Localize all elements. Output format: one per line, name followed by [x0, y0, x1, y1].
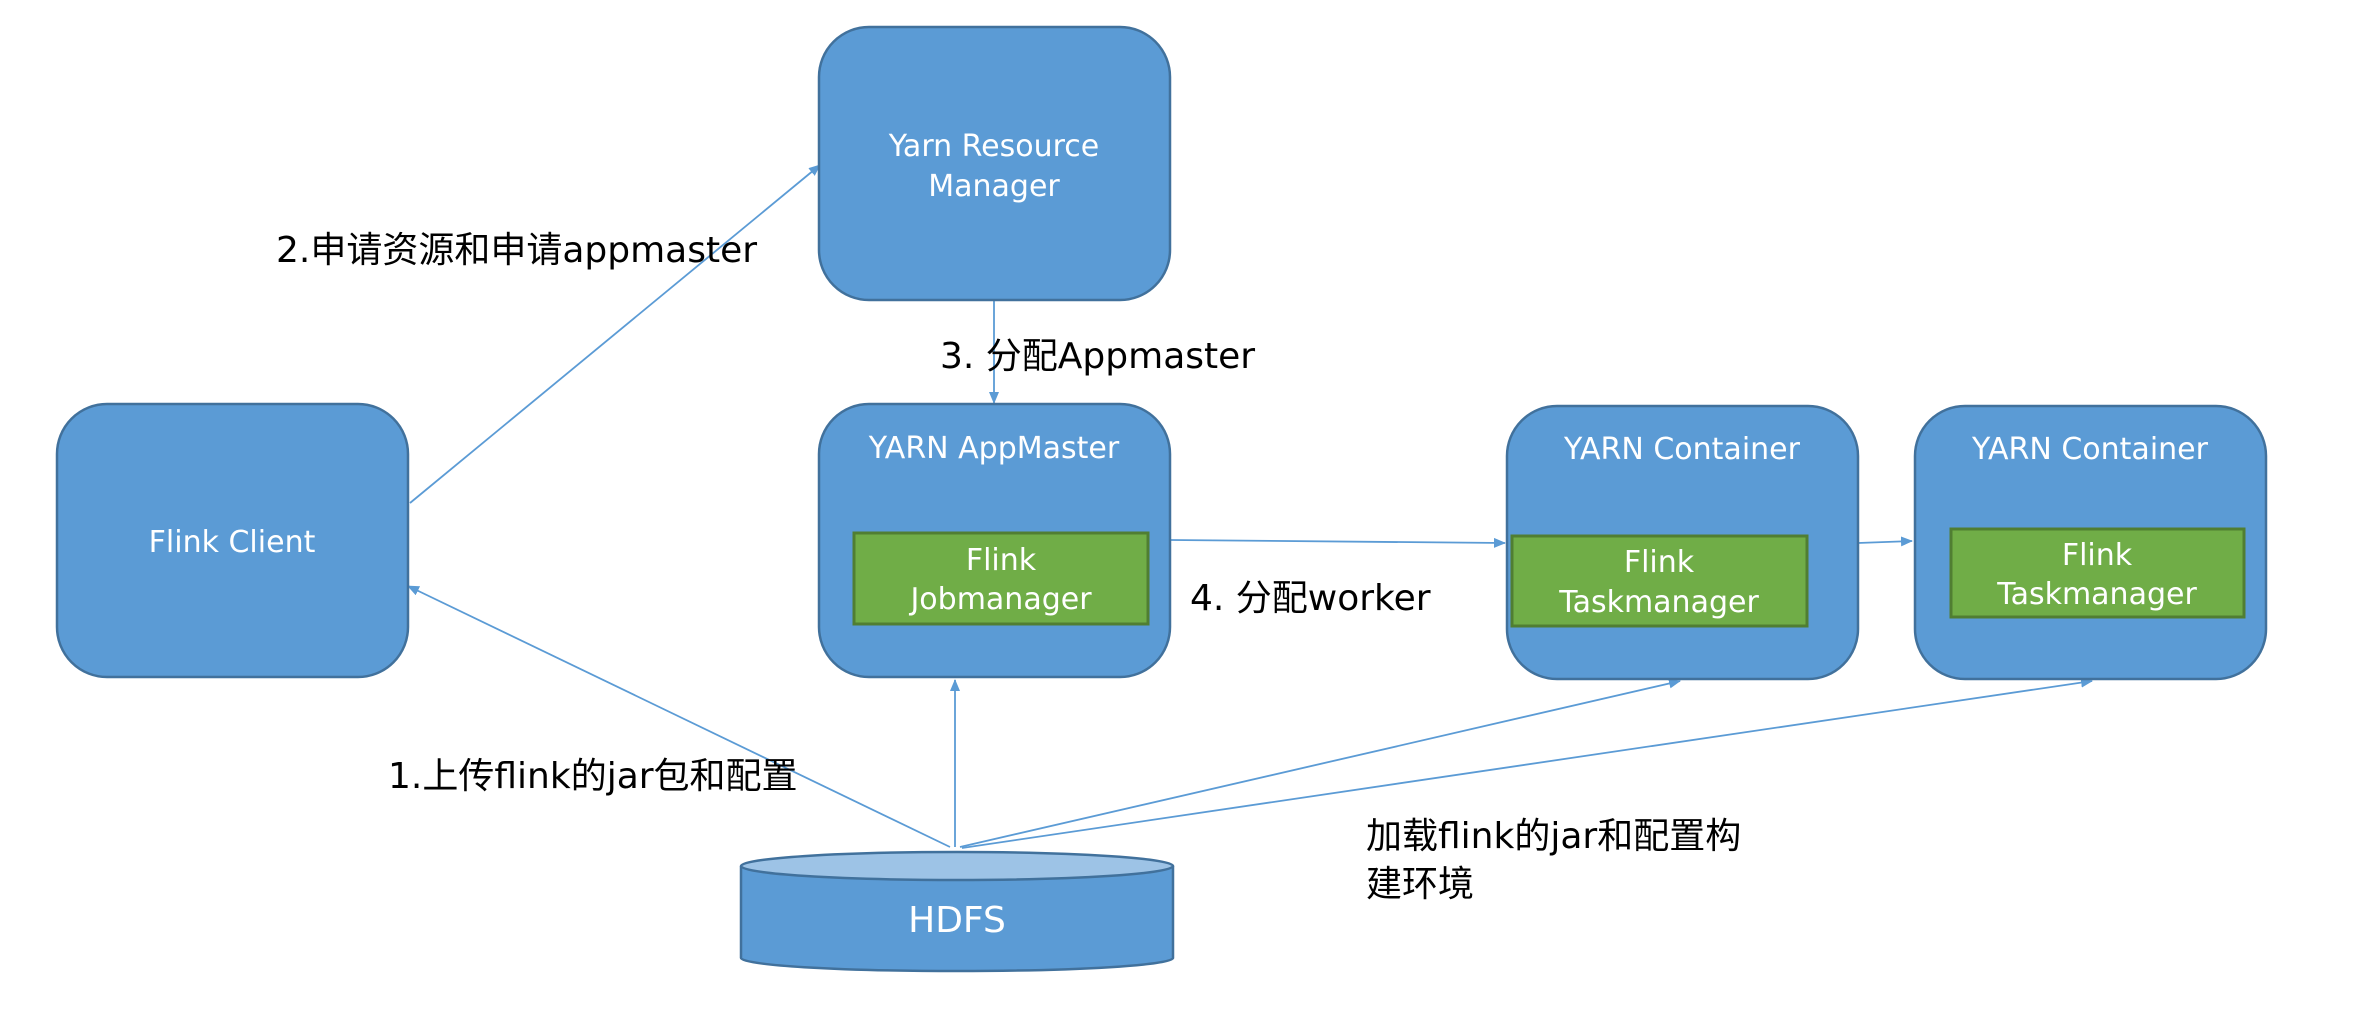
flink-client-label: Flink Client: [149, 525, 316, 560]
edge-appmaster-to-container-1: [1170, 537, 1506, 548]
taskmanager-2-label-line1: Flink: [2062, 538, 2133, 573]
taskmanager-2-box: [1949, 527, 2246, 619]
appmaster-label: YARN AppMaster: [868, 431, 1120, 466]
jobmanager-label-line1: Flink: [966, 543, 1037, 578]
hdfs-node: HDFS: [739, 850, 1175, 973]
edge-container-1-to-container-2: [1857, 536, 1913, 547]
step2-label: 2.申请资源和申请appmaster: [276, 230, 757, 271]
edge-hdfs-to-container-1: [959, 678, 1681, 848]
resource-manager-label-line2: Manager: [928, 169, 1060, 204]
edges: [407, 164, 2093, 849]
container-1-label: YARN Container: [1563, 432, 1801, 467]
load-env-label-line1: 加载flink的jar和配置构: [1366, 816, 1741, 857]
edge-hdfs-to-container-2: [961, 677, 2093, 849]
resource-manager-label-line1: Yarn Resource: [888, 129, 1100, 164]
load-env-label-line2: 建环境: [1366, 864, 1474, 905]
appmaster-node: YARN AppMaster Flink Jobmanager: [817, 402, 1172, 679]
edge-labels: 2.申请资源和申请appmaster 3. 分配Appmaster 4. 分配w…: [276, 230, 1741, 905]
hdfs-cylinder-body: [739, 866, 1175, 973]
step3-label: 3. 分配Appmaster: [940, 336, 1255, 377]
flink-client-node: Flink Client: [55, 402, 410, 679]
step1-label: 1.上传flink的jar包和配置: [388, 756, 798, 797]
resource-manager-node: Yarn Resource Manager: [817, 25, 1172, 302]
taskmanager-1-label-line2: Taskmanager: [1558, 585, 1759, 620]
taskmanager-2-label-line2: Taskmanager: [1996, 577, 2197, 612]
container-2-label: YARN Container: [1971, 432, 2209, 467]
hdfs-label: HDFS: [908, 900, 1006, 941]
taskmanager-1-label-line1: Flink: [1624, 545, 1695, 580]
edge-client-to-resource-manager: [409, 164, 821, 504]
hdfs-cylinder-top: [739, 850, 1175, 882]
edge-hdfs-to-client: [407, 585, 951, 848]
jobmanager-box: [852, 531, 1150, 626]
taskmanager-1-box: [1510, 534, 1809, 628]
step4-label: 4. 分配worker: [1190, 578, 1431, 619]
container-2-node: YARN Container Flink Taskmanager: [1913, 404, 2268, 681]
container-1-node: YARN Container Flink Taskmanager: [1505, 404, 1860, 681]
jobmanager-label-line2: Jobmanager: [908, 582, 1092, 617]
